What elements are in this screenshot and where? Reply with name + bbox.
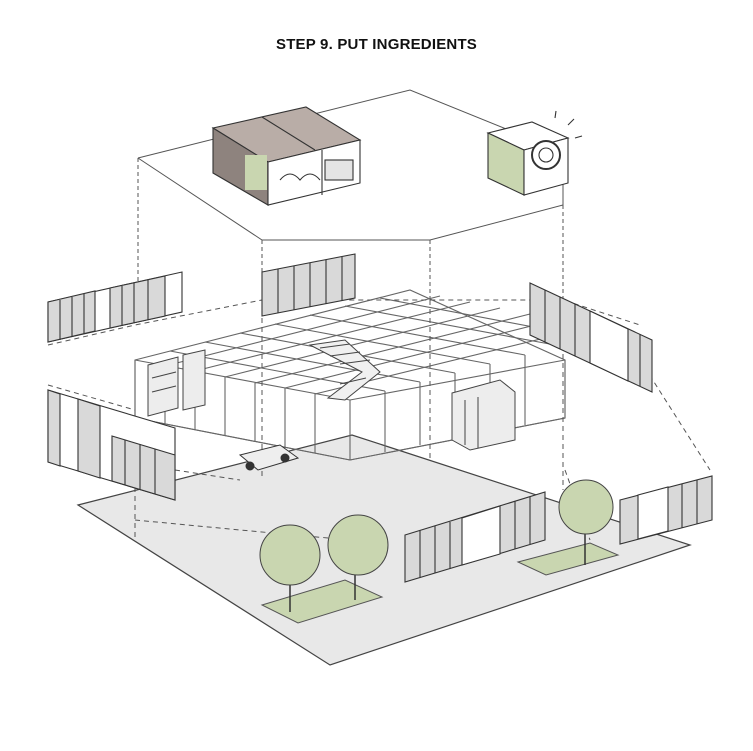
- interior-kitchen: [451, 379, 516, 451]
- interior-car: [238, 444, 300, 471]
- upper-massing-outline: [137, 89, 564, 300]
- wall-panel-front-right: [619, 475, 713, 545]
- diagram-title: STEP 9. PUT INGREDIENTS: [275, 36, 478, 53]
- wall-panel-front-center: [404, 491, 546, 583]
- wall-panel-left-lower: [47, 389, 176, 501]
- wall-panel-right-upper: [529, 282, 653, 393]
- interior-shelves: [147, 349, 206, 417]
- garden-right: [516, 479, 620, 576]
- roof-module-right: [486, 110, 583, 196]
- garden-left: [259, 514, 389, 624]
- roof-module-left: [211, 106, 362, 206]
- wall-panel-left-upper: [47, 271, 183, 343]
- interior-stair: [308, 339, 381, 401]
- wall-panel-center-back: [261, 253, 356, 317]
- wall-panels: [47, 253, 713, 583]
